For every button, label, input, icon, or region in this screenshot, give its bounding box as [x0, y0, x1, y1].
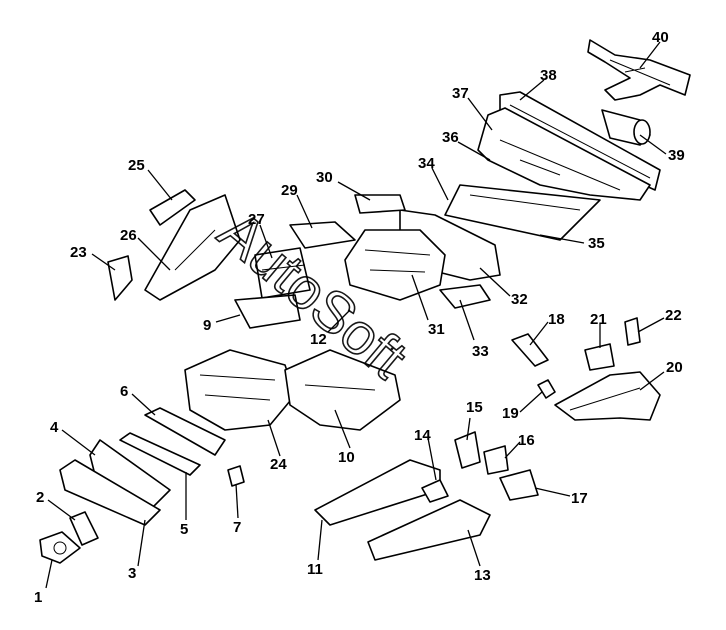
callout-25: 25 [128, 157, 145, 174]
callout-21: 21 [590, 311, 607, 328]
callout-5: 5 [180, 521, 188, 538]
callout-7: 7 [233, 519, 241, 536]
callout-labels: 1 2 3 4 5 6 7 9 10 11 12 13 14 15 16 17 … [34, 29, 685, 606]
leader-lines [45, 41, 667, 589]
callout-26: 26 [120, 227, 137, 244]
callout-1: 1 [34, 589, 42, 606]
callout-17: 17 [571, 490, 588, 507]
callout-13: 13 [474, 567, 491, 584]
callout-4: 4 [50, 419, 59, 436]
callout-10: 10 [338, 449, 355, 466]
callout-2: 2 [36, 489, 44, 506]
callout-9: 9 [203, 317, 211, 334]
callout-40: 40 [652, 29, 669, 46]
callout-6: 6 [120, 383, 128, 400]
callout-34: 34 [418, 155, 435, 172]
callout-23: 23 [70, 244, 87, 261]
callout-27: 27 [248, 211, 265, 228]
callout-30: 30 [316, 169, 333, 186]
callout-24: 24 [270, 456, 287, 473]
part-shapes [39, 39, 691, 564]
callout-12: 12 [310, 331, 327, 348]
callout-15: 15 [466, 399, 483, 416]
callout-37: 37 [452, 85, 469, 102]
callout-11: 11 [307, 561, 323, 578]
callout-14: 14 [414, 427, 431, 444]
callout-20: 20 [666, 359, 683, 376]
callout-39: 39 [668, 147, 685, 164]
callout-33: 33 [472, 343, 489, 360]
callout-3: 3 [128, 565, 136, 582]
callout-19: 19 [502, 405, 519, 422]
callout-18: 18 [548, 311, 565, 328]
callout-32: 32 [511, 291, 528, 308]
callout-29: 29 [281, 182, 298, 199]
callout-36: 36 [442, 129, 459, 146]
callout-22: 22 [665, 307, 682, 324]
callout-38: 38 [540, 67, 557, 84]
callout-35: 35 [588, 235, 605, 252]
callout-16: 16 [518, 432, 535, 449]
callout-31: 31 [428, 321, 445, 338]
